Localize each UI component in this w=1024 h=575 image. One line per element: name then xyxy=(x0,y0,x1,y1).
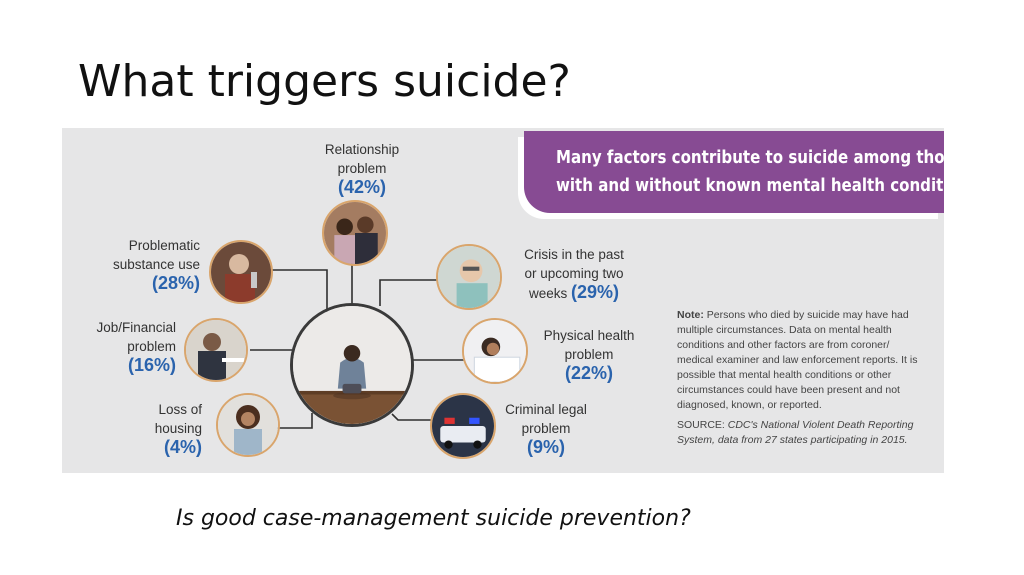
pct-job-financial: (16%) xyxy=(127,355,176,375)
label-job-financial: Job/Financial problem (16%) xyxy=(72,318,176,375)
criminal-legal-photo xyxy=(430,393,496,459)
label-criminal-legal: Criminal legal problem (9%) xyxy=(494,400,598,457)
note-text: Note: Persons who died by suicide may ha… xyxy=(677,309,918,411)
label-relationship: Relationship problem (42%) xyxy=(312,140,412,197)
headline-line-1: Many factors contribute to suicide among… xyxy=(556,148,944,168)
pct-relationship: (42%) xyxy=(337,177,386,197)
pct-substance: (28%) xyxy=(151,273,200,293)
slide-title: What triggers suicide? xyxy=(78,56,571,107)
infographic-panel: Many factors contribute to suicide among… xyxy=(62,128,944,473)
label-substance: Problematic substance use (28%) xyxy=(82,236,200,293)
label-crisis: Crisis in the past or upcoming two weeks… xyxy=(524,247,624,302)
connector-lines xyxy=(250,261,464,429)
housing-photo xyxy=(216,393,280,457)
relationship-photo xyxy=(322,200,388,266)
headline-banner: Many factors contribute to suicide among… xyxy=(524,131,944,213)
job-financial-photo xyxy=(184,318,248,382)
source-text: SOURCE: CDC's National Violent Death Rep… xyxy=(677,419,914,446)
headline-line-2: with and without known mental health con… xyxy=(556,176,944,196)
label-housing: Loss of housing (4%) xyxy=(122,400,202,457)
crisis-photo xyxy=(436,244,502,310)
substance-photo xyxy=(209,240,273,304)
pct-criminal-legal: (9%) xyxy=(526,437,565,457)
headline-text: Many factors contribute to suicide among… xyxy=(556,144,944,200)
pct-physical-health: (22%) xyxy=(564,363,613,383)
pct-housing: (4%) xyxy=(163,437,202,457)
center-photo-person-sitting xyxy=(290,303,414,427)
slide-caption: Is good case-management suicide preventi… xyxy=(176,506,691,531)
label-physical-health: Physical health problem (22%) xyxy=(534,326,644,383)
physical-health-photo xyxy=(462,318,528,384)
pct-crisis: (29%) xyxy=(571,282,620,302)
